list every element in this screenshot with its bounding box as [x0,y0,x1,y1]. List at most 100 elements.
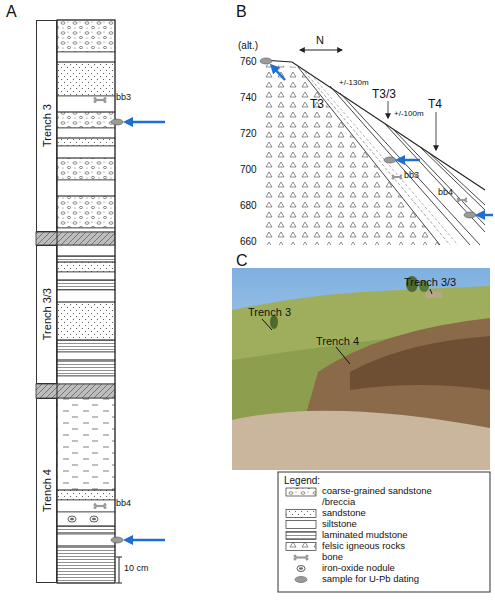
leader-arrow [436,112,437,150]
bone-end [94,503,97,506]
rock-layer [57,500,115,512]
rock-layer [57,112,115,128]
rock-layer [57,180,115,196]
sample-marker [260,58,272,64]
rock-layer [57,196,115,228]
trench-tag: T4 [428,98,442,111]
rock-layer [57,526,115,534]
blue-arrow [478,214,493,217]
legend-samples [278,472,490,592]
leader-line [336,347,350,364]
bed-line [305,72,450,245]
rock-layer [57,360,115,376]
bone-label: bb4 [116,499,131,509]
bone-symbol [392,175,403,180]
bone-shaft [458,199,466,201]
legend-title: Legend: [284,475,320,486]
scale-tick [116,557,122,558]
rock-layer [57,290,115,302]
strat-column [36,20,115,583]
trench-label: Trench 3 [41,104,53,147]
panel-letter: A [6,3,17,21]
bone-end [104,506,107,509]
scale-tick [116,583,122,584]
bed-line [393,129,485,225]
trench-label: Trench 3/3 [41,288,53,340]
bed-line [340,93,480,245]
bone-label: bb4 [438,188,453,198]
rock-layer [57,228,115,232]
blue-arrow [398,159,420,162]
bone-sample [294,555,309,561]
rock-layer [57,20,115,52]
sample-marker [464,212,476,218]
trench-tag: T3/3 [372,88,396,101]
rock-layer [57,245,115,256]
grassy-hill [232,286,490,470]
rock-layer [57,512,115,526]
bone-end [294,555,297,558]
panel-letter: C [236,252,248,270]
rock-layer [57,96,115,112]
bone-shaft [95,99,105,101]
bone-end [306,557,309,560]
igneous-sample [286,543,316,551]
blue-arrow [126,121,165,124]
north-label: N [316,34,324,46]
cross-section [260,50,493,245]
nodule-core [70,518,74,521]
legend-text: coarse-grained sandstone /breccia [322,486,457,507]
altitude-tick: 700 [240,164,257,175]
legend-text: siltstone [322,519,482,530]
gap-band [36,384,115,398]
bed-line [420,147,485,210]
leader-line [430,289,432,294]
altitude-tick: 760 [240,56,257,67]
bone-shaft [295,556,307,558]
trench-box: Trench 3 [36,20,57,232]
bone-shaft [95,505,105,507]
rock-layer [57,52,115,62]
field-photo [232,268,490,470]
bed-line [314,78,458,245]
gap-band [36,232,115,245]
panel-letter: B [236,3,247,21]
trench-cut [426,292,442,298]
legend-frame [278,472,490,592]
bone-end [104,503,107,506]
bone-end [392,175,395,178]
altitude-tick: 660 [240,236,257,247]
bone-end [465,200,468,203]
bed-line [385,124,485,232]
trench-wall [350,336,490,390]
bone-end [94,97,97,100]
bone-symbol [457,198,468,203]
rock-layer [57,128,115,138]
bone-end [94,100,97,103]
rock-layer [57,256,115,262]
leader-line [262,319,272,330]
rock-layer [57,146,115,158]
altitude-tick: 680 [240,200,257,211]
photo-label: Trench 4 [316,335,359,347]
rock-layer [57,534,115,546]
rock-layer [57,138,115,146]
rock-layer [57,62,115,96]
gravel-foreground [232,411,490,470]
siltstone-sample [286,521,316,529]
rock-layer [57,272,115,280]
rock-layer [57,158,115,180]
bone-label: bb3 [116,93,131,103]
bed-line [428,152,485,205]
rock-layer [57,280,115,290]
bone-label: bb3 [404,171,419,181]
legend-text: felsic igneous rocks [322,541,482,552]
bone-end [457,198,460,201]
nodule-core [92,518,96,521]
nodule-core [299,567,303,570]
nodule-symbol [90,516,98,522]
bone-end [457,200,460,203]
rock-layer [57,352,115,360]
